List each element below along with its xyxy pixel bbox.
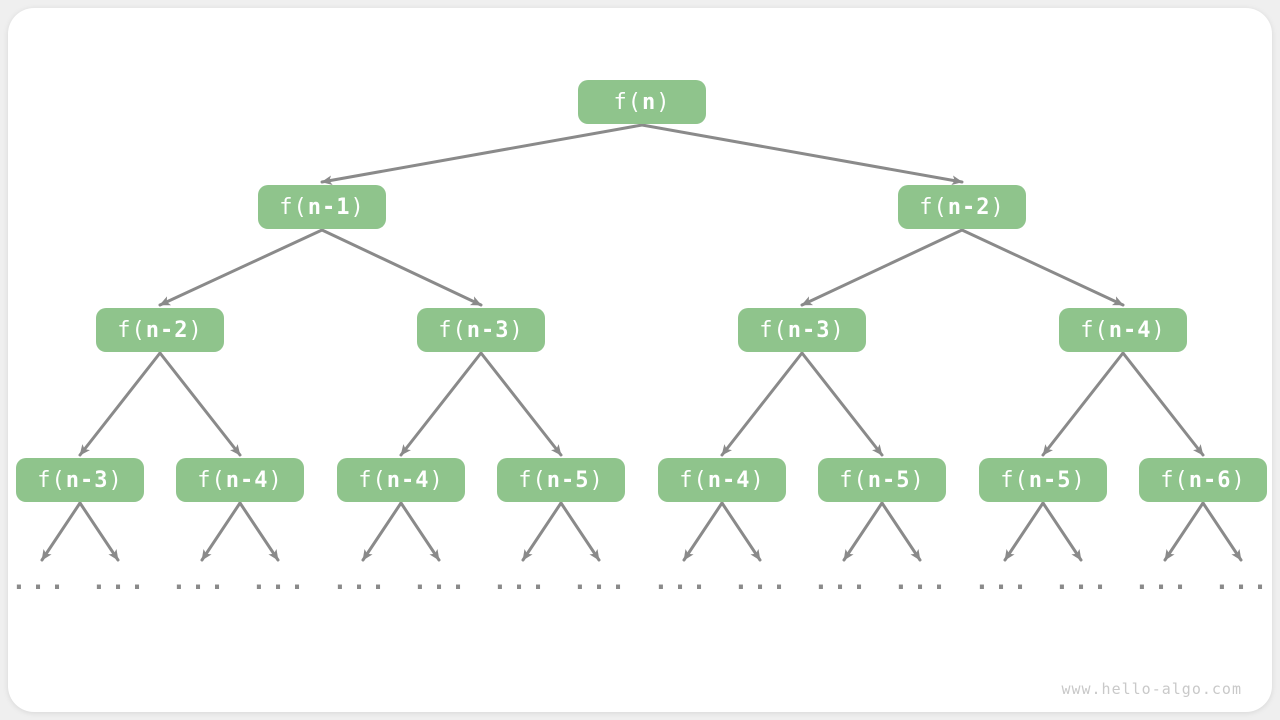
edge-arrow [158, 228, 324, 307]
edge-arrow [1041, 351, 1125, 457]
edge-arrow [399, 351, 483, 457]
edge-arrow [559, 501, 601, 562]
edge-arrow [399, 501, 441, 562]
edge-arrow [1121, 351, 1205, 457]
edge-arrow [78, 501, 120, 562]
edge-arrow [720, 501, 762, 562]
edge-arrow [800, 228, 964, 307]
edge-arrow [1041, 501, 1083, 562]
watermark: www.hello-algo.com [1061, 680, 1242, 698]
edge-arrow [682, 501, 724, 562]
edge-arrow [320, 228, 483, 307]
edge-arrow [200, 501, 242, 562]
edge-arrow [1003, 501, 1045, 562]
edge-arrow [800, 351, 884, 457]
edge-arrow [640, 123, 964, 186]
edge-arrow [960, 228, 1125, 307]
edge-arrow [320, 123, 644, 186]
edge-arrow [479, 351, 563, 457]
edge-arrow [1163, 501, 1205, 562]
edge-arrow [880, 501, 922, 562]
edge-arrow [842, 501, 884, 562]
edge-arrow [40, 501, 82, 562]
edge-arrow [521, 501, 563, 562]
edge-arrow [158, 351, 242, 457]
edge-arrow [1201, 501, 1243, 562]
edge-arrow [720, 351, 804, 457]
edge-arrow [78, 351, 162, 457]
edge-arrow [238, 501, 280, 562]
edge-arrow [361, 501, 403, 562]
